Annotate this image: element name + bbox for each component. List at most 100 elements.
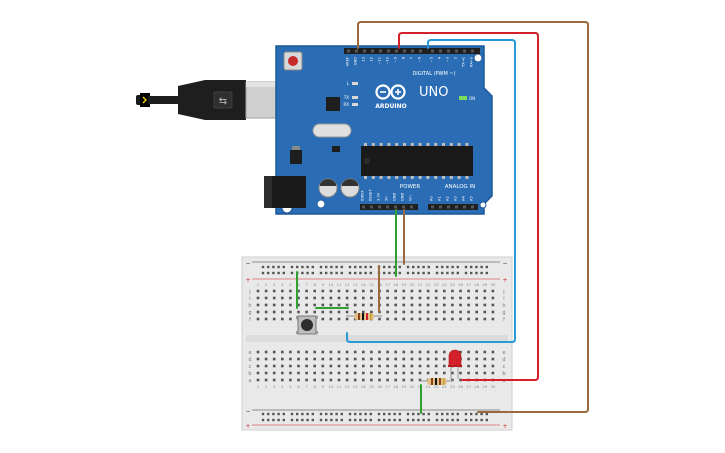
breadboard-hole[interactable]	[491, 350, 495, 354]
breadboard-hole[interactable]	[281, 303, 284, 307]
breadboard-hole[interactable]	[337, 364, 341, 368]
breadboard-hole[interactable]	[345, 289, 349, 293]
rail-hole[interactable]	[406, 265, 410, 269]
breadboard-hole[interactable]	[272, 296, 276, 300]
rail-hole[interactable]	[325, 271, 328, 275]
breadboard-hole[interactable]	[305, 378, 308, 382]
breadboard-hole[interactable]	[313, 303, 316, 307]
breadboard-hole[interactable]	[264, 371, 268, 375]
breadboard-hole[interactable]	[321, 303, 325, 307]
rail-hole[interactable]	[348, 418, 352, 422]
rail-hole[interactable]	[406, 418, 410, 422]
breadboard-hole[interactable]	[483, 310, 487, 314]
rail-hole[interactable]	[369, 265, 372, 269]
rail-hole[interactable]	[451, 265, 454, 269]
breadboard-hole[interactable]	[491, 296, 495, 300]
breadboard-hole[interactable]	[272, 364, 276, 368]
breadboard-hole[interactable]	[434, 303, 438, 307]
breadboard-hole[interactable]	[434, 296, 438, 300]
rail-hole[interactable]	[277, 271, 280, 275]
breadboard-hole[interactable]	[467, 350, 470, 354]
rail-hole[interactable]	[398, 418, 401, 422]
rail-hole[interactable]	[393, 418, 396, 422]
rail-hole[interactable]	[369, 271, 372, 275]
breadboard-hole[interactable]	[337, 310, 341, 314]
breadboard-hole[interactable]	[418, 371, 422, 375]
header-hole[interactable]	[455, 49, 458, 53]
breadboard-hole[interactable]	[297, 378, 300, 382]
breadboard-hole[interactable]	[475, 317, 478, 321]
header-hole[interactable]	[431, 205, 434, 209]
rail-hole[interactable]	[475, 265, 478, 269]
breadboard-hole[interactable]	[386, 303, 389, 307]
breadboard-hole[interactable]	[475, 371, 478, 375]
breadboard-hole[interactable]	[394, 378, 397, 382]
breadboard-hole[interactable]	[362, 303, 365, 307]
breadboard-hole[interactable]	[467, 317, 470, 321]
rail-hole[interactable]	[330, 412, 333, 416]
breadboard-hole[interactable]	[378, 364, 381, 368]
breadboard-hole[interactable]	[289, 310, 292, 314]
rail-hole[interactable]	[359, 265, 362, 269]
rail-hole[interactable]	[348, 271, 352, 275]
breadboard-hole[interactable]	[321, 350, 325, 354]
header-hole[interactable]	[386, 205, 389, 209]
header-hole[interactable]	[410, 205, 413, 209]
rail-hole[interactable]	[470, 271, 473, 275]
header-hole[interactable]	[463, 205, 466, 209]
rail-hole[interactable]	[335, 265, 338, 269]
breadboard-hole[interactable]	[386, 371, 389, 375]
rail-hole[interactable]	[451, 412, 454, 416]
rail-hole[interactable]	[427, 271, 430, 275]
breadboard-hole[interactable]	[467, 296, 470, 300]
breadboard-hole[interactable]	[459, 289, 462, 293]
rail-hole[interactable]	[435, 265, 439, 269]
breadboard-hole[interactable]	[394, 310, 397, 314]
breadboard-hole[interactable]	[272, 289, 276, 293]
header-hole[interactable]	[370, 205, 373, 209]
breadboard-hole[interactable]	[297, 350, 300, 354]
breadboard-hole[interactable]	[264, 350, 268, 354]
rail-hole[interactable]	[427, 265, 430, 269]
breadboard-hole[interactable]	[313, 289, 316, 293]
header-hole[interactable]	[347, 49, 350, 53]
rail-hole[interactable]	[417, 271, 420, 275]
breadboard-hole[interactable]	[256, 296, 260, 300]
rail-hole[interactable]	[340, 412, 343, 416]
rail-hole[interactable]	[261, 418, 265, 422]
rail-hole[interactable]	[330, 265, 333, 269]
rail-hole[interactable]	[406, 271, 410, 275]
breadboard-hole[interactable]	[483, 371, 487, 375]
header-hole[interactable]	[455, 205, 458, 209]
breadboard-hole[interactable]	[402, 317, 406, 321]
rail-hole[interactable]	[398, 271, 401, 275]
header-hole[interactable]	[431, 49, 434, 53]
breadboard-hole[interactable]	[272, 317, 276, 321]
wire-blue-pin6[interactable]	[346, 39, 516, 343]
breadboard-hole[interactable]	[337, 357, 341, 361]
rail-hole[interactable]	[290, 418, 294, 422]
rail-hole[interactable]	[383, 265, 386, 269]
breadboard-hole[interactable]	[289, 350, 292, 354]
rail-hole[interactable]	[412, 418, 415, 422]
rail-hole[interactable]	[398, 412, 401, 416]
rail-hole[interactable]	[348, 412, 352, 416]
rail-hole[interactable]	[422, 271, 425, 275]
rail-hole[interactable]	[441, 412, 444, 416]
rail-hole[interactable]	[393, 412, 396, 416]
breadboard-hole[interactable]	[402, 303, 406, 307]
rail-hole[interactable]	[480, 418, 483, 422]
breadboard-hole[interactable]	[297, 364, 300, 368]
breadboard-hole[interactable]	[410, 296, 414, 300]
breadboard-hole[interactable]	[491, 317, 495, 321]
breadboard-hole[interactable]	[459, 317, 462, 321]
rail-hole[interactable]	[422, 418, 425, 422]
breadboard-hole[interactable]	[434, 371, 438, 375]
rail-hole[interactable]	[359, 418, 362, 422]
breadboard-hole[interactable]	[370, 303, 373, 307]
breadboard-hole[interactable]	[394, 371, 397, 375]
rail-hole[interactable]	[282, 265, 285, 269]
breadboard-hole[interactable]	[434, 364, 438, 368]
breadboard-hole[interactable]	[426, 310, 430, 314]
rail-hole[interactable]	[451, 271, 454, 275]
